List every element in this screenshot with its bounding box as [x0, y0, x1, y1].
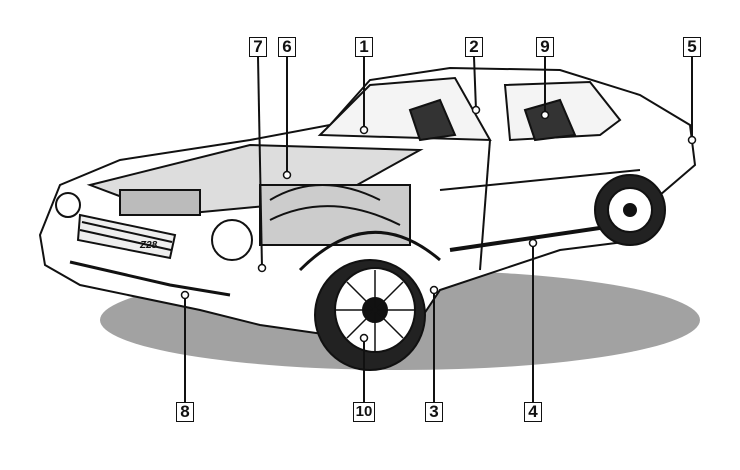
callout-4: 4: [524, 402, 542, 422]
callout-3: 3: [425, 402, 443, 422]
callout-8: 8: [176, 402, 194, 422]
callout-7: 7: [249, 37, 267, 57]
callout-2: 2: [465, 37, 483, 57]
callout-9: 9: [536, 37, 554, 57]
callout-1: 1: [355, 37, 373, 57]
leader-dots: [180, 105, 697, 343]
callout-5: 5: [683, 37, 701, 57]
badge-text: Z28: [139, 240, 158, 251]
leader-lines: [184, 56, 693, 402]
callout-10: 10: [353, 402, 375, 422]
callout-6: 6: [278, 37, 296, 57]
car-body: [38, 66, 697, 371]
